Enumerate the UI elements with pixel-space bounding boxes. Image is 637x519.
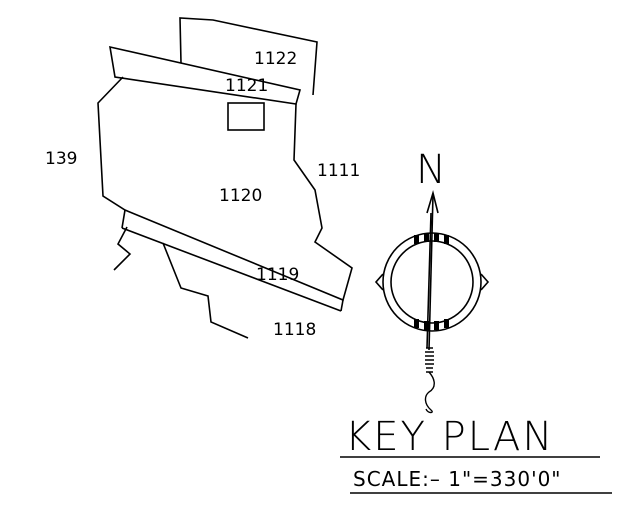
label-1120: 1120 xyxy=(219,186,262,206)
building-rect xyxy=(227,102,265,131)
lot-1119-edge-bottom xyxy=(121,227,342,312)
boundary-zigzag-left xyxy=(113,226,132,271)
label-1121: 1121 xyxy=(225,76,268,96)
north-label: N xyxy=(416,147,446,193)
label-139: 139 xyxy=(45,149,77,169)
label-1122: 1122 xyxy=(254,49,297,69)
lot-1119-edge-right xyxy=(340,299,344,312)
lot-1120-outline xyxy=(97,76,353,302)
scale-text: SCALE:– 1"=330'0" xyxy=(353,467,562,491)
label-1119: 1119 xyxy=(256,265,299,285)
north-arrow-icon: N xyxy=(416,147,446,414)
lot-1118-boundary xyxy=(162,242,249,339)
plan-title: KEY PLAN xyxy=(345,414,554,460)
label-1111: 1111 xyxy=(317,161,360,181)
label-1118: 1118 xyxy=(273,320,316,340)
compass-circle-icon xyxy=(374,232,490,332)
lot-1122-outline xyxy=(179,17,318,96)
lot-1119-edge-left xyxy=(121,209,126,229)
